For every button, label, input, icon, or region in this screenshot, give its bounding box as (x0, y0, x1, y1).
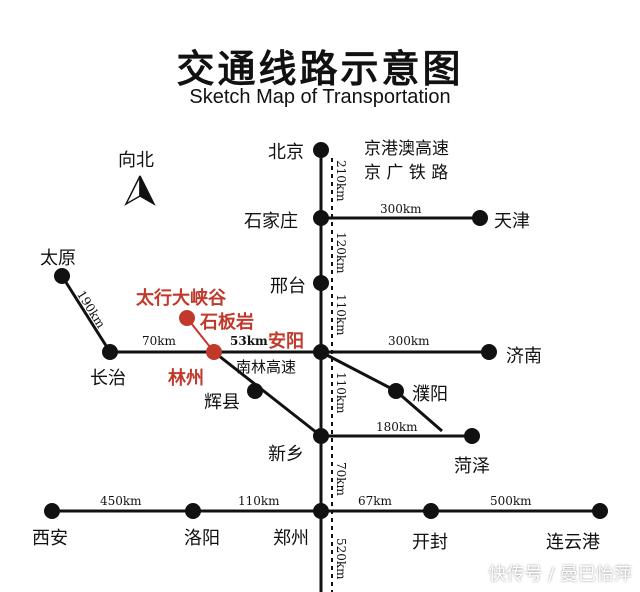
dot-luoyang (185, 503, 201, 519)
dot-jinan (481, 344, 497, 360)
city-luoyang: 洛阳 (184, 528, 220, 549)
dot-lianyungang (592, 503, 608, 519)
dot-xingtai (313, 275, 329, 291)
dist-ay-xx: 110km (334, 372, 348, 414)
city-lianyungang: 连云港 (546, 532, 600, 553)
city-anyang: 安阳 (268, 331, 304, 352)
dot-xinxiang (313, 428, 329, 444)
north-arrow-icon (124, 175, 156, 206)
dot-kaifeng (423, 503, 439, 519)
route-anyang-puyang (320, 350, 397, 393)
dist-ly-xa: 450km (100, 494, 142, 508)
city-kaifeng: 开封 (412, 532, 448, 553)
dot-linzhou (206, 344, 222, 360)
city-shijiazhuang: 石家庄 (244, 211, 298, 232)
route-linzhou-xinxiang (213, 350, 322, 438)
dot-heze (464, 428, 480, 444)
dist-xt-ay: 110km (334, 294, 348, 336)
dist-bj-sjz: 210km (334, 160, 348, 202)
city-heze: 菏泽 (454, 456, 490, 477)
dist-cz-lz: 70km (142, 334, 176, 348)
dot-huixian (247, 383, 263, 399)
city-taihang: 太行大峡谷 (136, 288, 226, 309)
page-title: 交通线路示意图 (176, 47, 464, 91)
north-label: 向北 (118, 150, 154, 171)
dist-lz-ay: 53km (230, 334, 268, 348)
dot-zhengzhou (313, 503, 329, 519)
dot-changzhi (102, 344, 118, 360)
dot-taihang (179, 310, 195, 326)
dist-sjz-tj: 300km (380, 202, 422, 216)
city-xinxiang: 新乡 (268, 444, 304, 465)
dot-shijiazhuang (313, 210, 329, 226)
city-changzhi: 长治 (90, 368, 126, 389)
dist-xx-zz: 70km (334, 462, 348, 496)
dist-zz-kf: 67km (358, 494, 392, 508)
dot-taiyuan (54, 268, 70, 284)
dist-ay-jn: 300km (388, 334, 430, 348)
route-taiyuan-changzhi (60, 275, 112, 353)
city-zhengzhou: 郑州 (273, 528, 309, 549)
city-tianjin: 天津 (494, 211, 530, 232)
city-beijing: 北京 (268, 142, 304, 163)
dist-sjz-xt: 120km (334, 232, 348, 274)
highway-label: 京港澳高速 (364, 139, 449, 159)
dist-xx-heze: 180km (376, 420, 418, 434)
route-puyang-heze (395, 389, 443, 433)
nanlin-label: 南林高速 (236, 358, 297, 376)
city-huixian: 辉县 (204, 392, 240, 413)
city-xingtai: 邢台 (270, 276, 306, 297)
dist-zz-ly: 110km (238, 494, 280, 508)
city-puyang: 濮阳 (412, 384, 448, 405)
city-taiyuan: 太原 (40, 248, 76, 269)
dot-puyang (388, 383, 404, 399)
dot-xian (44, 503, 60, 519)
railway-label: 京 广 铁 路 (364, 163, 449, 183)
dist-kf-lyg: 500km (490, 494, 532, 508)
page-subtitle: Sketch Map of Transportation (189, 86, 451, 108)
city-xian: 西安 (32, 528, 68, 549)
dot-beijing (313, 142, 329, 158)
watermark: 快传号 / 曼巴怡萍 (488, 564, 632, 585)
city-shibanyan: 石板岩 (200, 312, 254, 333)
dot-anyang (313, 344, 329, 360)
city-jinan: 济南 (506, 346, 542, 367)
city-linzhou: 林州 (168, 368, 204, 389)
dot-tianjin (472, 210, 488, 226)
dist-zz-south: 520km (334, 538, 348, 580)
